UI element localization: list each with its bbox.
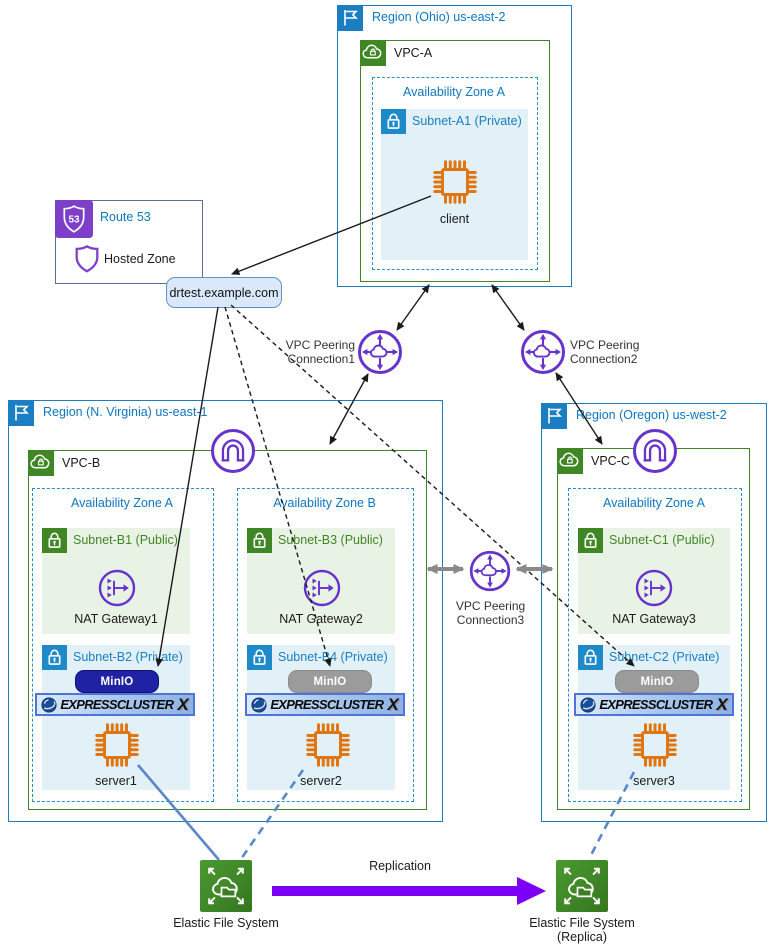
minio-active-badge: MinIO <box>75 670 159 693</box>
vpc-peering-connection2-icon <box>519 328 567 376</box>
minio-standby-badge: MinIO <box>615 670 699 693</box>
replication-label: Replication <box>369 859 431 873</box>
subnet-b3-label: Subnet-B3 (Public) <box>278 533 383 547</box>
region-ohio-title: Region (Ohio) us-east-2 <box>372 10 506 24</box>
subnet-b4-label: Subnet-B4 (Private) <box>278 650 388 664</box>
vpca-peering2-link <box>491 284 525 331</box>
expresscluster-logo-x: X <box>177 695 189 714</box>
vpc-peering-connection1-label: VPC Peering Connection1 <box>283 338 355 366</box>
private-subnet-lock-icon <box>247 645 272 670</box>
internet-gateway-icon <box>631 427 679 475</box>
subnet-c2-label: Subnet-C2 (Private) <box>609 650 720 664</box>
route53-icon <box>55 200 93 238</box>
efs-replica-label: Elastic File System (Replica) <box>492 916 672 944</box>
region-ohio <box>337 5 572 287</box>
vpc-b-label: VPC-B <box>62 456 101 470</box>
vpc-peering-connection3-label: VPC Peering Connection3 <box>448 599 533 627</box>
vpc-icon <box>28 450 54 476</box>
efs-replica-line2: (Replica) <box>556 930 607 944</box>
public-subnet-lock-icon <box>578 528 603 553</box>
server2-instance-icon <box>303 720 353 770</box>
peering1-line2: Connection1 <box>287 352 355 366</box>
region-flag-icon <box>541 403 567 429</box>
client-label: client <box>439 212 470 226</box>
nat-gateway3-label: NAT Gateway3 <box>612 612 696 626</box>
expresscluster-globe-icon <box>251 697 267 713</box>
expresscluster-globe-icon <box>580 697 596 713</box>
server3-label: server3 <box>633 774 675 788</box>
public-subnet-lock-icon <box>247 528 272 553</box>
expresscluster-banner: EXPRESSCLUSTER X <box>574 693 734 716</box>
replication-arrow <box>272 877 546 905</box>
nat-gateway2-icon <box>302 568 342 608</box>
server2-label: server2 <box>300 774 342 788</box>
expresscluster-logo-text: EXPRESSCLUSTER <box>270 697 384 712</box>
expresscluster-logo-text: EXPRESSCLUSTER <box>599 697 713 712</box>
region-flag-icon <box>8 400 34 426</box>
public-subnet-lock-icon <box>42 528 67 553</box>
efs-primary-label: Elastic File System <box>173 916 279 930</box>
region-flag-icon <box>337 5 363 31</box>
peering3-line1: VPC Peering <box>455 599 526 613</box>
peering3-line2: Connection3 <box>456 613 525 627</box>
hosted-zone-icon <box>72 243 102 273</box>
vpc-icon <box>360 40 386 66</box>
peering2-line2: Connection2 <box>570 352 638 366</box>
nat-gateway1-icon <box>97 568 137 608</box>
vpc-peering-connection2-label: VPC Peering Connection2 <box>570 338 652 366</box>
subnet-b1-label: Subnet-B1 (Public) <box>73 533 178 547</box>
route53-box <box>55 200 203 284</box>
nat-gateway2-label: NAT Gateway2 <box>279 612 363 626</box>
vpc-peering-connection1-icon <box>356 328 404 376</box>
az-b-virginia-title: Availability Zone B <box>273 496 376 510</box>
route53-title: Route 53 <box>100 210 151 224</box>
subnet-b2-label: Subnet-B2 (Private) <box>73 650 183 664</box>
server1-label: server1 <box>95 774 137 788</box>
peering1-line1: VPC Peering <box>285 338 355 352</box>
minio-standby-badge: MinIO <box>288 670 372 693</box>
az-a-virginia-title: Availability Zone A <box>71 496 173 510</box>
subnet-c1-label: Subnet-C1 (Public) <box>609 533 715 547</box>
expresscluster-banner: EXPRESSCLUSTER X <box>35 693 195 716</box>
expresscluster-logo-x: X <box>387 695 399 714</box>
peering2-line1: VPC Peering <box>570 338 640 352</box>
server3-instance-icon <box>630 720 680 770</box>
az-a-ohio-title: Availability Zone A <box>403 85 505 99</box>
private-subnet-lock-icon <box>578 645 603 670</box>
nat-gateway1-label: NAT Gateway1 <box>74 612 158 626</box>
az-a-oregon-title: Availability Zone A <box>603 496 705 510</box>
dns-record-pill: drtest.example.com <box>166 277 282 308</box>
vpc-a-box <box>360 40 550 282</box>
private-subnet-lock-icon <box>42 645 67 670</box>
private-subnet-lock-icon <box>381 109 406 134</box>
efs-replica-icon <box>556 860 608 912</box>
az-a-ohio-box <box>372 77 538 270</box>
efs-icon <box>200 860 252 912</box>
region-oregon-title: Region (Oregon) us-west-2 <box>576 408 727 422</box>
vpc-icon <box>557 448 583 474</box>
expresscluster-logo-text: EXPRESSCLUSTER <box>60 697 174 712</box>
region-virginia-title: Region (N. Virginia) us-east-1 <box>43 405 208 419</box>
internet-gateway-icon <box>209 427 257 475</box>
expresscluster-globe-icon <box>41 697 57 713</box>
subnet-a1-label: Subnet-A1 (Private) <box>412 114 522 128</box>
server1-instance-icon <box>92 720 142 770</box>
nat-gateway3-icon <box>634 568 674 608</box>
vpc-c-label: VPC-C <box>591 454 630 468</box>
client-instance-icon <box>430 157 480 207</box>
expresscluster-logo-x: X <box>716 695 728 714</box>
vpca-peering1-link <box>396 284 430 331</box>
expresscluster-banner: EXPRESSCLUSTER X <box>245 693 405 716</box>
efs-replica-line1: Elastic File System <box>529 916 635 930</box>
hosted-zone-label: Hosted Zone <box>104 252 176 266</box>
vpc-peering-connection3-icon <box>468 549 512 593</box>
vpc-a-label: VPC-A <box>394 46 433 60</box>
